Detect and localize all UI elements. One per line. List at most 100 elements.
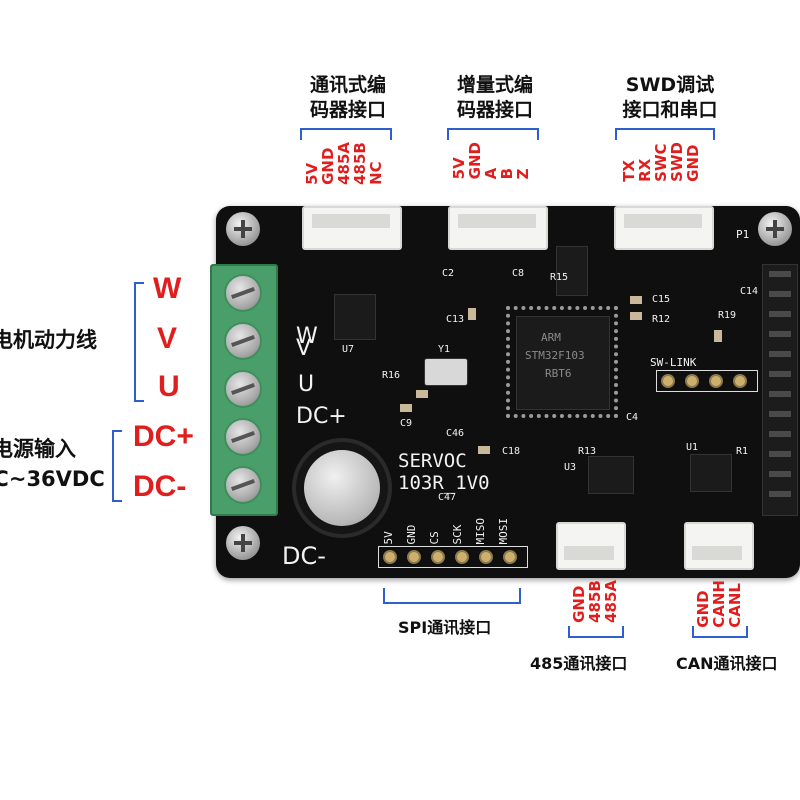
part-label: C9 bbox=[400, 418, 413, 429]
part-label: C15 bbox=[652, 294, 671, 305]
p1-label: P1 bbox=[736, 228, 750, 241]
can-label: CAN通讯接口 bbox=[676, 654, 778, 673]
pin-label: 5V bbox=[303, 162, 321, 185]
swd-serial-bracket bbox=[615, 128, 715, 140]
rs485-bracket bbox=[568, 626, 624, 638]
spi-pin-label: CS bbox=[428, 531, 441, 545]
smd-part bbox=[400, 404, 412, 412]
swd-serial-pins: TX RX SWC SWD GND bbox=[620, 142, 702, 182]
motor-power-label: 电机动力线 bbox=[0, 328, 97, 352]
comm-encoder-pins: 5V GND 485A 485B NC bbox=[303, 142, 385, 185]
power-input-label: 电源输入 bbox=[0, 437, 76, 461]
motor-power-bracket bbox=[134, 282, 144, 402]
part-label: U1 bbox=[686, 442, 699, 453]
part-label: C13 bbox=[446, 314, 465, 325]
right-pin-header bbox=[762, 264, 798, 516]
chip-u7 bbox=[334, 294, 376, 340]
part-label: C4 bbox=[626, 412, 639, 423]
part-label: R15 bbox=[550, 272, 569, 283]
mounting-screw-icon bbox=[226, 212, 260, 246]
terminal-label-dcminus: DC- bbox=[133, 470, 187, 503]
spi-header[interactable] bbox=[378, 546, 528, 568]
mcu-variant: RBT6 bbox=[545, 367, 572, 380]
incr-encoder-title-line1: 增量式编 bbox=[456, 74, 533, 96]
pin-label: GND bbox=[466, 142, 484, 180]
swlink-header bbox=[656, 370, 758, 392]
incr-encoder-connector[interactable] bbox=[448, 206, 548, 250]
pin-label: B bbox=[498, 167, 516, 180]
pin-label: CANH bbox=[710, 580, 728, 628]
part-label: R12 bbox=[652, 314, 671, 325]
pin-label: 5V bbox=[450, 157, 468, 180]
part-label: Y1 bbox=[438, 344, 451, 355]
chip-u3 bbox=[588, 456, 634, 494]
mcu-pin-ring bbox=[506, 306, 618, 418]
smd-part bbox=[630, 296, 642, 304]
rs485-connector[interactable] bbox=[556, 522, 626, 570]
terminal-label-dcplus: DC+ bbox=[133, 420, 194, 453]
pin-label: 485A bbox=[602, 580, 620, 623]
pin-label: RX bbox=[636, 158, 654, 182]
terminal-screw-u[interactable] bbox=[224, 370, 262, 408]
chip-top-middle bbox=[556, 246, 588, 296]
pin-label: NC bbox=[367, 161, 385, 185]
swd-serial-connector[interactable] bbox=[614, 206, 714, 250]
incr-encoder-title-line2: 码器接口 bbox=[456, 99, 533, 121]
spi-pin-label: MISO bbox=[474, 518, 487, 545]
pcb-board: W V U DC+ DC- SERVOC 103R_1V0 ARM STM32F… bbox=[216, 206, 800, 578]
spi-label: SPI通讯接口 bbox=[398, 618, 492, 637]
silk-terminal-dcplus: DC+ bbox=[296, 404, 347, 429]
pin-label: 485B bbox=[351, 142, 369, 185]
part-label: R13 bbox=[578, 446, 597, 457]
silk-terminal-w: W bbox=[296, 324, 318, 349]
pin-label: A bbox=[482, 167, 500, 180]
board-model-line2: 103R_1V0 bbox=[398, 472, 490, 494]
power-terminal-block bbox=[210, 264, 278, 516]
comm-encoder-title: 通讯式编 码器接口 bbox=[300, 73, 396, 123]
can-connector[interactable] bbox=[684, 522, 754, 570]
part-label: C2 bbox=[442, 268, 455, 279]
crystal-y1 bbox=[424, 358, 468, 386]
part-label: C46 bbox=[446, 428, 465, 439]
terminal-label-w: W bbox=[153, 272, 182, 305]
smd-part bbox=[714, 330, 722, 342]
spi-pin-label: GND bbox=[405, 524, 418, 545]
swlink-label: SW-LINK bbox=[650, 356, 697, 369]
pin-label: 485B bbox=[586, 580, 604, 623]
part-label: U7 bbox=[342, 344, 355, 355]
swd-serial-title: SWD调试 接口和串口 bbox=[610, 73, 730, 123]
smd-part bbox=[478, 446, 490, 454]
comm-encoder-bracket bbox=[300, 128, 392, 140]
smd-part bbox=[630, 312, 642, 320]
can-bracket bbox=[692, 626, 748, 638]
part-label: C18 bbox=[502, 446, 521, 457]
pin-label: SWC bbox=[652, 143, 670, 182]
pin-label: GND bbox=[570, 585, 588, 623]
terminal-screw-dcplus[interactable] bbox=[224, 418, 262, 456]
part-label: R1 bbox=[736, 446, 749, 457]
electrolytic-capacitor bbox=[292, 438, 392, 538]
pin-label: 485A bbox=[335, 142, 353, 185]
pin-label: SWD bbox=[668, 142, 686, 182]
chip-u1 bbox=[690, 454, 732, 492]
rs485-pins: GND 485B 485A bbox=[570, 580, 620, 623]
swd-serial-title-line2: 接口和串口 bbox=[622, 99, 718, 121]
part-label: C8 bbox=[512, 268, 525, 279]
terminal-screw-dcminus[interactable] bbox=[224, 466, 262, 504]
swd-serial-title-line1: SWD调试 bbox=[625, 74, 715, 96]
pin-label: Z bbox=[514, 168, 532, 180]
terminal-screw-v[interactable] bbox=[224, 322, 262, 360]
part-label: R19 bbox=[718, 310, 737, 321]
spi-bracket bbox=[383, 588, 521, 604]
spi-pin-label: 5V bbox=[382, 531, 395, 545]
spi-pin-labels: 5V GND CS SCK MISO MOSI bbox=[382, 518, 510, 545]
voltage-range-label: DC~36VDC bbox=[0, 467, 105, 491]
spi-pin-label: SCK bbox=[451, 524, 464, 545]
terminal-screw-w[interactable] bbox=[224, 274, 262, 312]
incr-encoder-pins: 5V GND A B Z bbox=[450, 142, 532, 180]
comm-encoder-connector[interactable] bbox=[302, 206, 402, 250]
terminal-label-v: V bbox=[157, 322, 178, 355]
mcu-model: STM32F103 bbox=[525, 349, 585, 362]
smd-part bbox=[416, 390, 428, 398]
spi-pin-label: MOSI bbox=[497, 518, 510, 545]
